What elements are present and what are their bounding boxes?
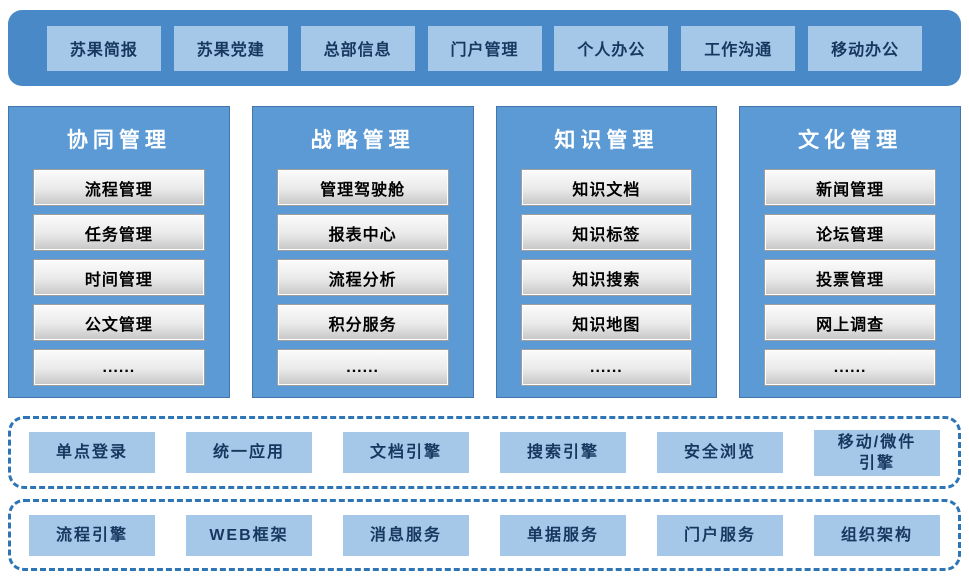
platform-chip-secure-browsing[interactable]: 安全浏览 <box>657 432 783 473</box>
platform-chip-unified-application[interactable]: 统一应用 <box>186 432 312 473</box>
panel-item-task-management[interactable]: 任务管理 <box>33 214 205 251</box>
panel-item-voting-management[interactable]: 投票管理 <box>764 259 936 296</box>
panel-item-more[interactable]: ...... <box>33 349 205 386</box>
panel-item-knowledge-map[interactable]: 知识地图 <box>520 304 693 341</box>
panel-item-online-survey[interactable]: 网上调查 <box>764 304 936 341</box>
panel-culture-management: 文化管理 新闻管理 论坛管理 投票管理 网上调查 ...... <box>739 106 961 398</box>
panel-item-management-cockpit[interactable]: 管理驾驶舱 <box>276 169 449 206</box>
panel-item-forum-management[interactable]: 论坛管理 <box>764 214 936 251</box>
panel-title: 文化管理 <box>798 129 903 152</box>
panel-title: 知识管理 <box>554 129 659 152</box>
platform-chip-mobile-widget-engine[interactable]: 移动/微件 引擎 <box>814 429 940 476</box>
panel-item-process-management[interactable]: 流程管理 <box>33 169 205 206</box>
panel-strategy-management: 战略管理 管理驾驶舱 报表中心 流程分析 积分服务 ...... <box>251 106 474 398</box>
topbar-item-sugo-party-building[interactable]: 苏果党建 <box>173 25 288 71</box>
platform-chip-org-structure[interactable]: 组织架构 <box>814 514 940 556</box>
panel-title: 战略管理 <box>310 129 415 152</box>
panel-item-more[interactable]: ...... <box>764 349 936 386</box>
panel-item-more[interactable]: ...... <box>520 349 693 386</box>
panel-item-news-management[interactable]: 新闻管理 <box>764 169 936 206</box>
panel-title: 协同管理 <box>66 129 171 152</box>
panel-item-knowledge-documents[interactable]: 知识文档 <box>520 169 693 206</box>
platform-chip-portal-service[interactable]: 门户服务 <box>657 514 783 556</box>
panel-item-knowledge-tags[interactable]: 知识标签 <box>520 214 693 251</box>
module-columns: 协同管理 流程管理 任务管理 时间管理 公文管理 ...... 战略管理 管理驾… <box>8 106 961 398</box>
platform-chip-form-service[interactable]: 单据服务 <box>500 514 626 556</box>
topbar-item-personal-office[interactable]: 个人办公 <box>554 25 669 71</box>
topbar-item-mobile-office[interactable]: 移动办公 <box>808 25 923 71</box>
platform-chip-message-service[interactable]: 消息服务 <box>343 514 469 556</box>
panel-item-more[interactable]: ...... <box>276 349 449 386</box>
platform-chip-document-engine[interactable]: 文档引擎 <box>343 432 469 473</box>
platform-services-row-1: 单点登录 统一应用 文档引擎 搜索引擎 安全浏览 移动/微件 引擎 <box>8 416 961 489</box>
panel-knowledge-management: 知识管理 知识文档 知识标签 知识搜索 知识地图 ...... <box>495 106 718 398</box>
panel-collaboration-management: 协同管理 流程管理 任务管理 时间管理 公文管理 ...... <box>8 106 230 398</box>
panel-item-time-management[interactable]: 时间管理 <box>33 259 205 296</box>
panel-item-points-service[interactable]: 积分服务 <box>276 304 449 341</box>
panel-item-knowledge-search[interactable]: 知识搜索 <box>520 259 693 296</box>
portal-topbar: 苏果简报 苏果党建 总部信息 门户管理 个人办公 工作沟通 移动办公 <box>8 10 961 86</box>
platform-services-row-2: 流程引擎 WEB框架 消息服务 单据服务 门户服务 组织架构 <box>8 499 961 571</box>
topbar-item-hq-information[interactable]: 总部信息 <box>300 25 415 71</box>
topbar-item-work-communication[interactable]: 工作沟通 <box>681 25 796 71</box>
platform-chip-single-sign-on[interactable]: 单点登录 <box>29 432 155 473</box>
platform-chip-workflow-engine[interactable]: 流程引擎 <box>29 514 155 556</box>
panel-item-official-doc-management[interactable]: 公文管理 <box>33 304 205 341</box>
topbar-item-sugo-briefing[interactable]: 苏果简报 <box>46 25 161 71</box>
platform-chip-search-engine[interactable]: 搜索引擎 <box>500 432 626 473</box>
platform-chip-web-framework[interactable]: WEB框架 <box>186 514 312 556</box>
panel-item-process-analysis[interactable]: 流程分析 <box>276 259 449 296</box>
topbar-item-portal-management[interactable]: 门户管理 <box>427 25 542 71</box>
panel-item-report-center[interactable]: 报表中心 <box>276 214 449 251</box>
